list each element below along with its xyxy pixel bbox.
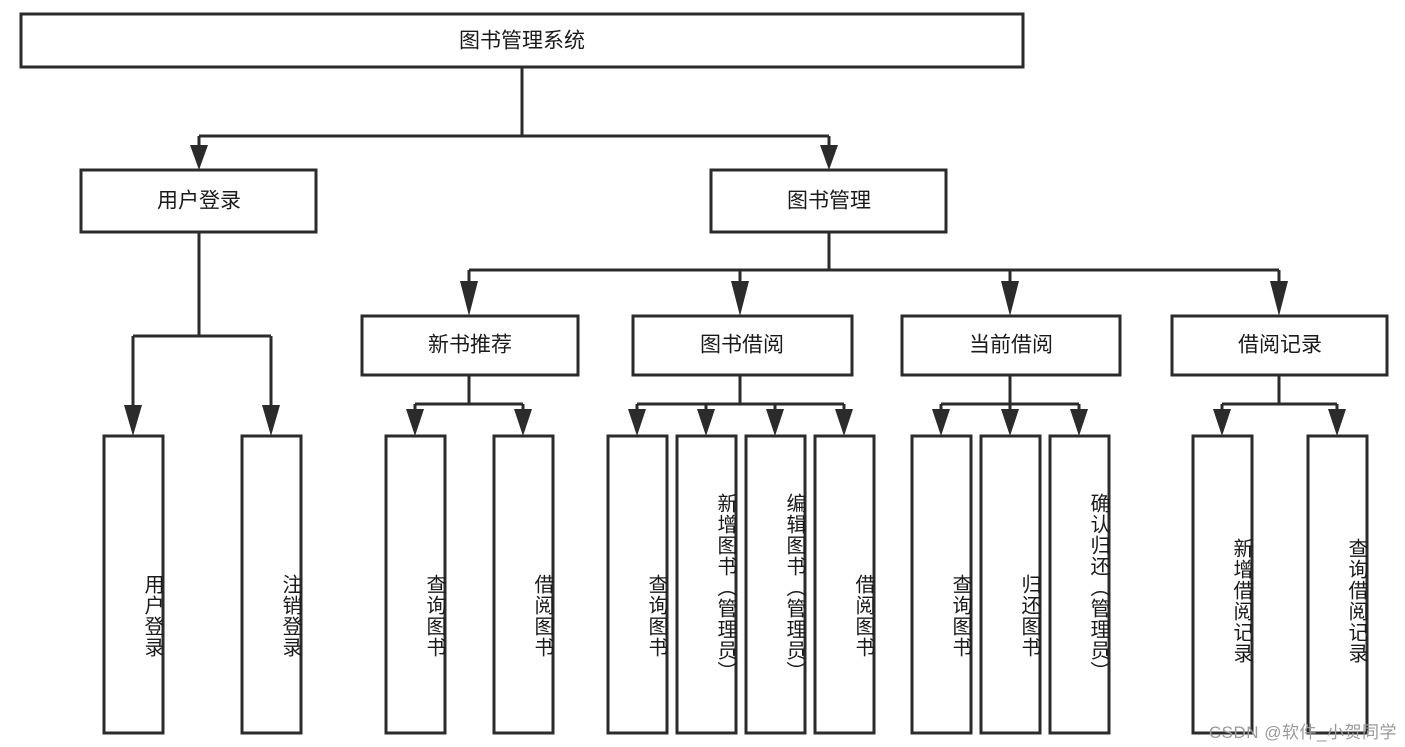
node-borrow-record-box[interactable] <box>1170 314 1389 377</box>
arrowhead-bookborrow-leaf-4 <box>835 409 853 436</box>
leaf-box-newbook-borrow-book[interactable] <box>492 434 555 735</box>
arrowhead-new-book <box>460 281 478 316</box>
arrowhead-book-borrow <box>731 281 749 316</box>
arrowhead-borrowrecord-leaf-2 <box>1328 409 1346 436</box>
arrowhead-book-manage <box>820 145 838 170</box>
node-current-borrow-box[interactable] <box>900 314 1122 377</box>
arrowhead-borrowrecord-leaf-1 <box>1213 409 1231 436</box>
node-book-management[interactable]: 图书管理 <box>709 168 948 234</box>
connector-group-booksys-to-level3 <box>460 232 1288 316</box>
node-root-box[interactable] <box>19 12 1025 69</box>
leaf-box-bookborrow-borrow-book[interactable] <box>813 434 876 735</box>
arrowhead-leaf-user-login <box>124 405 142 436</box>
node-user-login-label: 用户登录 <box>157 190 241 213</box>
node-book-borrow[interactable]: 图书借阅 <box>631 314 854 377</box>
connector-group-newbook-leaves <box>406 375 532 436</box>
node-new-book-recommend[interactable]: 新书推荐 <box>360 314 580 377</box>
leaf-box-bookborrow-query-book[interactable] <box>606 434 669 735</box>
leaf-box-logout[interactable] <box>240 434 303 735</box>
connector-group-borrowrecord-leaves <box>1213 375 1346 436</box>
arrowhead-currentborrow-leaf-2 <box>1001 409 1019 436</box>
arrowhead-currentborrow-leaf-1 <box>932 409 950 436</box>
leaf-box-bookborrow-add-book[interactable] <box>675 434 738 735</box>
connector-group-userlogin-leaves <box>124 232 280 436</box>
leaf-box-borrowrecord-query-record[interactable] <box>1306 434 1369 735</box>
leaf-box-bookborrow-edit-book[interactable] <box>744 434 807 735</box>
arrowhead-bookborrow-leaf-1 <box>628 409 646 436</box>
connector-group-bookborrow-leaves <box>628 375 853 436</box>
node-root-label: 图书管理系统 <box>459 30 585 53</box>
node-current-borrow-label: 当前借阅 <box>969 334 1053 357</box>
node-new-book-recommend-label: 新书推荐 <box>428 334 512 357</box>
node-root-book-management-system[interactable]: 图书管理系统 <box>19 12 1025 69</box>
arrowhead-currentborrow-leaf-3 <box>1070 409 1088 436</box>
node-new-book-recommend-box[interactable] <box>360 314 580 377</box>
arrowhead-bookborrow-leaf-3 <box>766 409 784 436</box>
leaf-box-borrowrecord-add-record[interactable] <box>1191 434 1254 735</box>
node-user-login-box[interactable] <box>79 168 318 234</box>
connector-group-root-to-level2 <box>190 67 838 170</box>
leaf-box-currentborrow-confirm-return[interactable] <box>1048 434 1111 735</box>
arrowhead-leaf-logout <box>262 405 280 436</box>
node-current-borrow[interactable]: 当前借阅 <box>900 314 1122 377</box>
connector-group-currentborrow-leaves <box>932 375 1088 436</box>
arrowhead-borrow-record <box>1270 281 1288 316</box>
node-book-borrow-box[interactable] <box>631 314 854 377</box>
node-user-login[interactable]: 用户登录 <box>79 168 318 234</box>
leaf-box-currentborrow-query-book[interactable] <box>910 434 973 735</box>
node-borrow-record[interactable]: 借阅记录 <box>1170 314 1389 377</box>
arrowhead-newbook-leaf-1 <box>406 409 424 436</box>
node-book-management-label: 图书管理 <box>787 190 871 213</box>
node-book-management-box[interactable] <box>709 168 948 234</box>
arrowhead-bookborrow-leaf-2 <box>697 409 715 436</box>
node-borrow-record-label: 借阅记录 <box>1238 334 1322 357</box>
watermark-label: CSDN @软件_小贺同学 <box>1208 723 1397 742</box>
leaf-box-currentborrow-return-book[interactable] <box>979 434 1042 735</box>
leaf-box-newbook-query-book[interactable] <box>384 434 447 735</box>
arrowhead-newbook-leaf-2 <box>514 409 532 436</box>
leaf-box-user-login[interactable] <box>102 434 165 735</box>
node-book-borrow-label: 图书借阅 <box>700 334 784 357</box>
arrowhead-user-login <box>190 145 208 170</box>
arrowhead-current-borrow <box>1001 281 1019 316</box>
